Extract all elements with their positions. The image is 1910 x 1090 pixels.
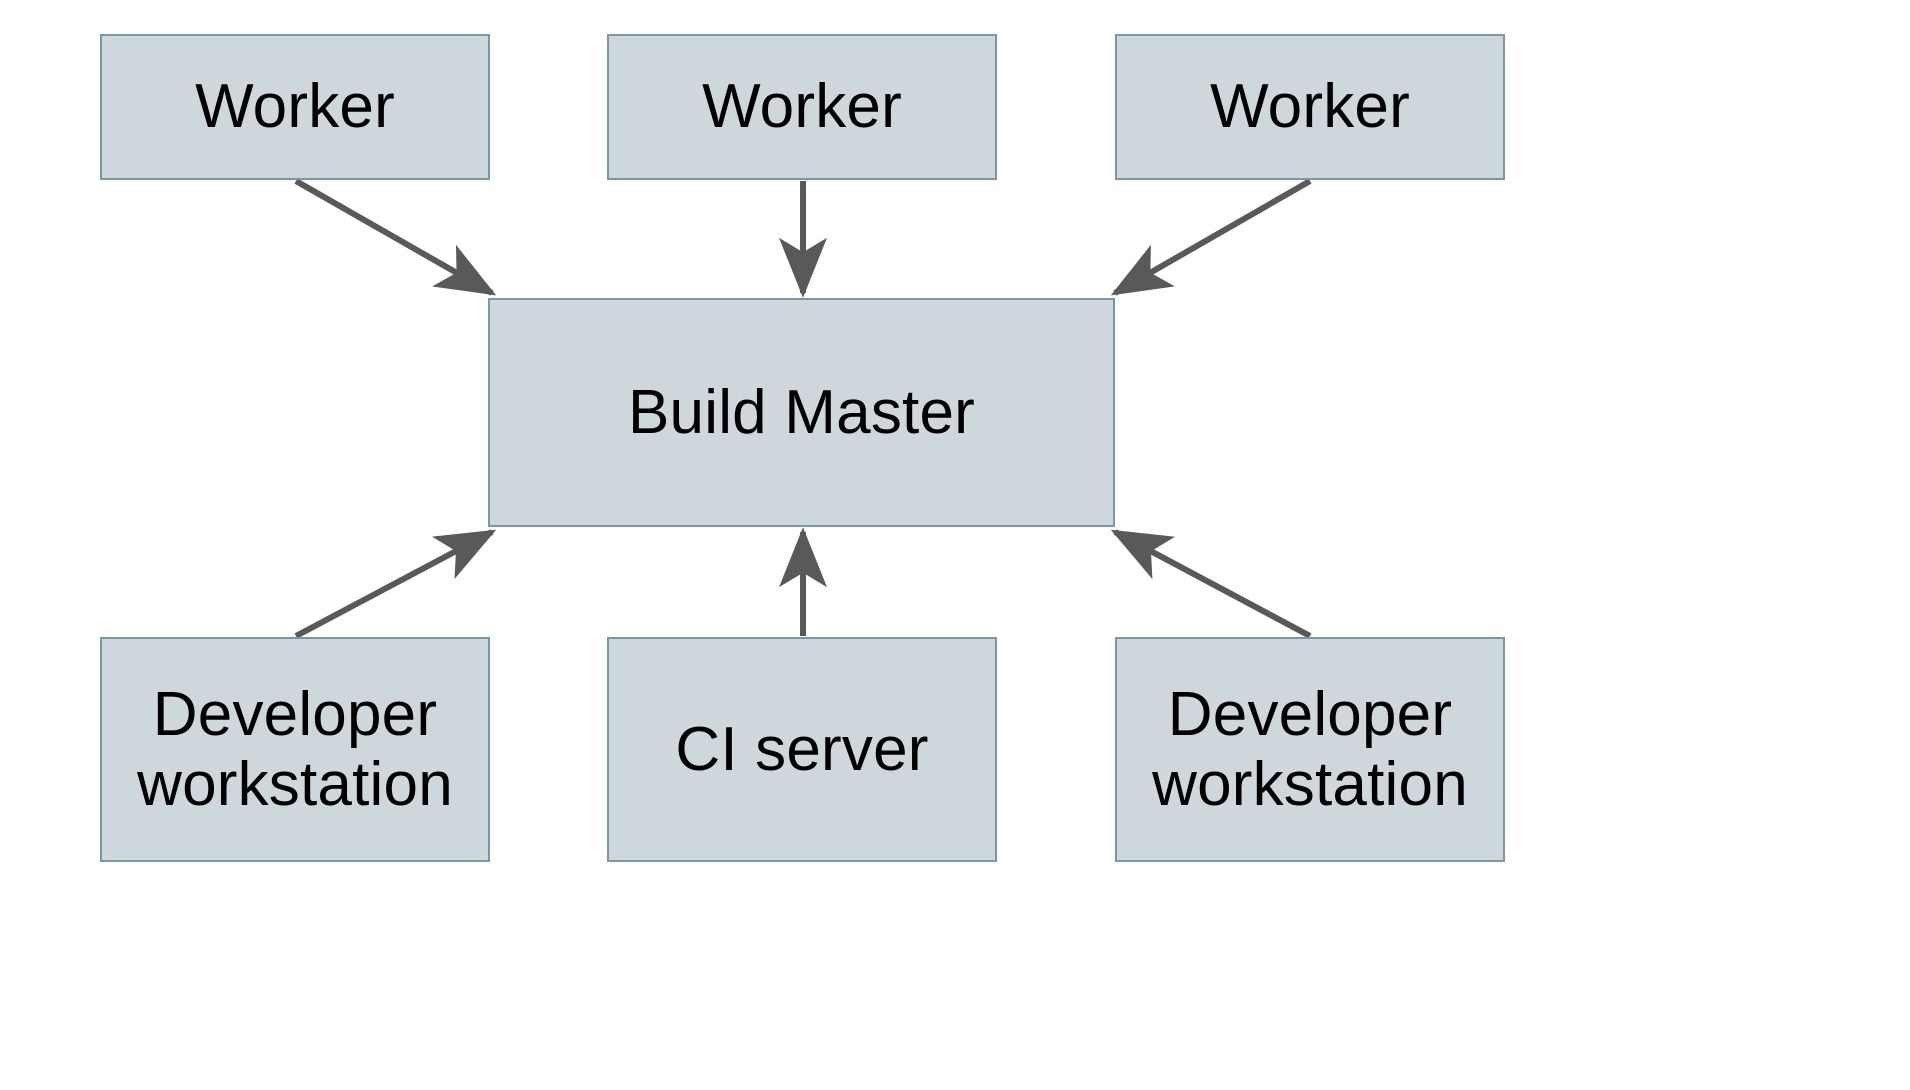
edge-worker-1-to-build-master (294, 178, 497, 296)
node-label: Worker (195, 72, 395, 142)
node-label: Developer workstation (1152, 680, 1468, 819)
node-label: CI server (675, 714, 929, 784)
node-developer-workstation-left[interactable]: Developer workstation (100, 637, 490, 862)
edge-dev-1-to-build-master (294, 529, 497, 639)
node-label: Build Master (628, 377, 975, 447)
node-label: Worker (702, 72, 902, 142)
node-ci-server[interactable]: CI server (607, 637, 997, 862)
node-developer-workstation-right[interactable]: Developer workstation (1115, 637, 1505, 862)
edge-dev-2-to-build-master (1110, 529, 1312, 639)
edge-worker-3-to-build-master (1110, 178, 1312, 296)
node-worker-3[interactable]: Worker (1115, 34, 1505, 180)
node-worker-1[interactable]: Worker (100, 34, 490, 180)
node-worker-2[interactable]: Worker (607, 34, 997, 180)
node-build-master[interactable]: Build Master (488, 298, 1115, 527)
node-label: Developer workstation (137, 680, 453, 819)
node-label: Worker (1210, 72, 1410, 142)
